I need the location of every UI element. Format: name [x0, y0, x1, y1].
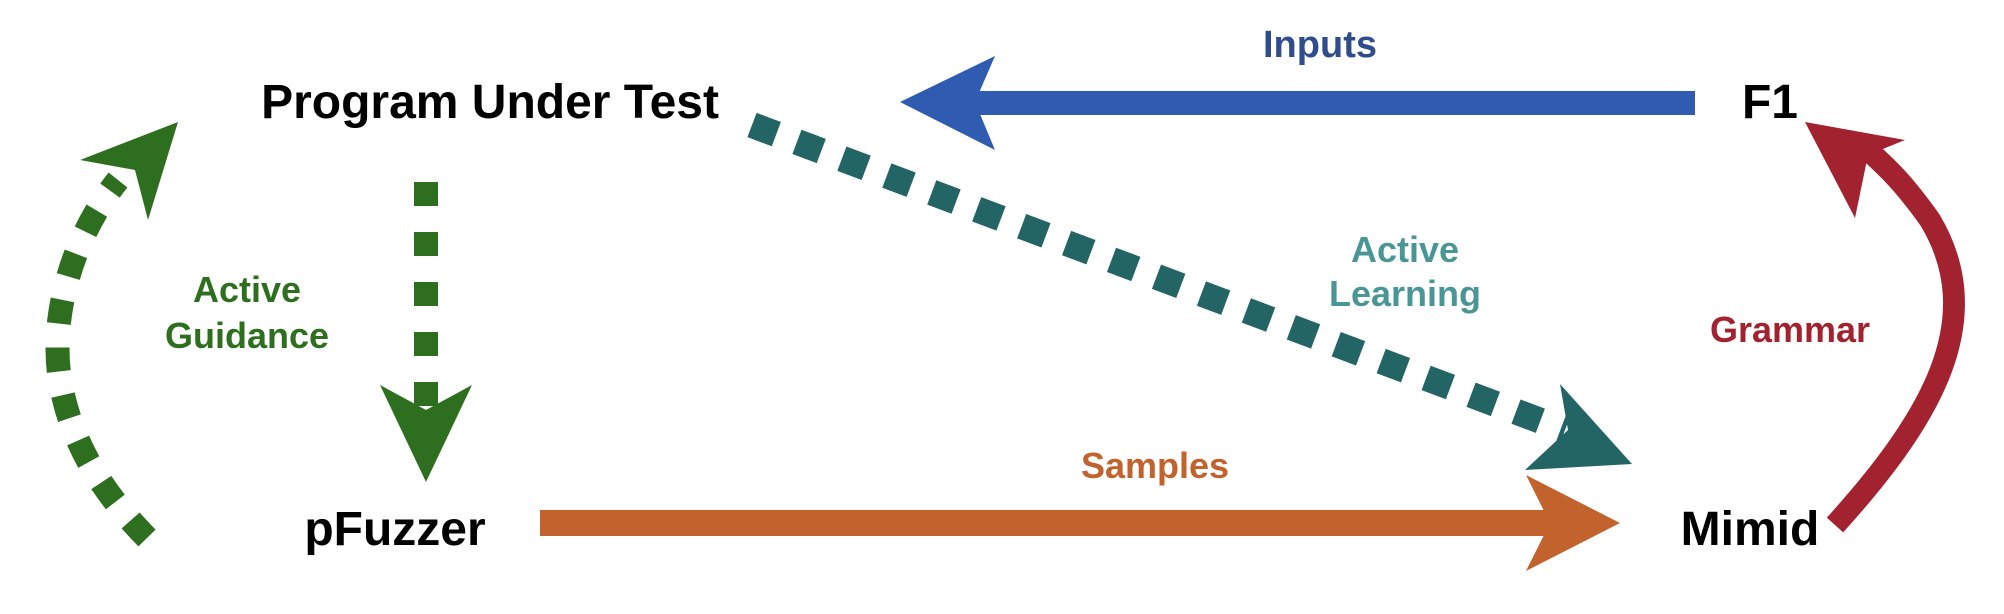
active-guidance-arrow: [45, 122, 178, 547]
active-learning-arrow: [747, 112, 1632, 470]
node-f1: F1: [1742, 76, 1798, 129]
inputs-arrow: [900, 56, 1695, 150]
active-learning-label-line1: Active: [1351, 229, 1459, 270]
active-guidance-label-line1: Active: [193, 269, 301, 310]
node-program-under-test: Program Under Test: [261, 76, 719, 129]
down-dotted-arrow: [380, 182, 472, 482]
samples-label: Samples: [1081, 445, 1229, 486]
grammar-label: Grammar: [1710, 309, 1870, 350]
active-learning-label-line2: Learning: [1329, 273, 1481, 314]
node-mimid: Mimid: [1681, 503, 1820, 556]
samples-arrow: [540, 475, 1620, 571]
active-guidance-label-line2: Guidance: [165, 315, 329, 356]
inputs-label: Inputs: [1263, 24, 1377, 66]
grammar-arrow: [1805, 122, 1965, 533]
node-pfuzzer: pFuzzer: [304, 503, 485, 556]
